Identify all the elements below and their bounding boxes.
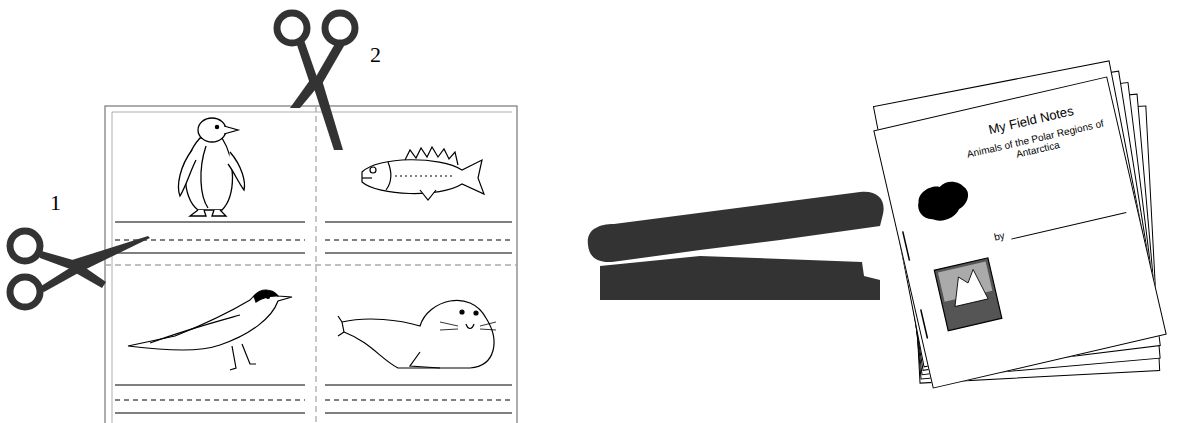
antarctica-silhouette bbox=[914, 178, 972, 225]
writing-guide-lines bbox=[115, 240, 512, 400]
cut-line bbox=[105, 264, 517, 265]
penguin-drawing bbox=[179, 118, 245, 216]
name-line bbox=[1011, 213, 1126, 240]
activity-sheet bbox=[105, 106, 517, 423]
iceberg-picture bbox=[934, 258, 1002, 331]
stapler-icon bbox=[588, 192, 884, 300]
staple-mark bbox=[921, 309, 928, 338]
iceberg-shape bbox=[948, 268, 988, 307]
scissors-icon bbox=[277, 13, 355, 150]
tern-drawing bbox=[128, 290, 292, 370]
seal-drawing bbox=[338, 300, 496, 368]
callout-number: 1 bbox=[50, 190, 61, 216]
sheet-margin bbox=[112, 112, 512, 113]
cover-byline: by bbox=[988, 229, 1010, 244]
booklet-cover: My Field NotesAnimals of the Polar Regio… bbox=[873, 76, 1166, 388]
callout-number: 2 bbox=[370, 42, 381, 68]
sheet-margin bbox=[112, 112, 113, 423]
scissors-icon bbox=[10, 231, 150, 307]
cover-art bbox=[894, 144, 1144, 338]
fish-drawing bbox=[362, 147, 484, 200]
iceberg-sky bbox=[938, 261, 992, 301]
staple-mark bbox=[903, 231, 910, 260]
writing-lines bbox=[115, 222, 512, 413]
